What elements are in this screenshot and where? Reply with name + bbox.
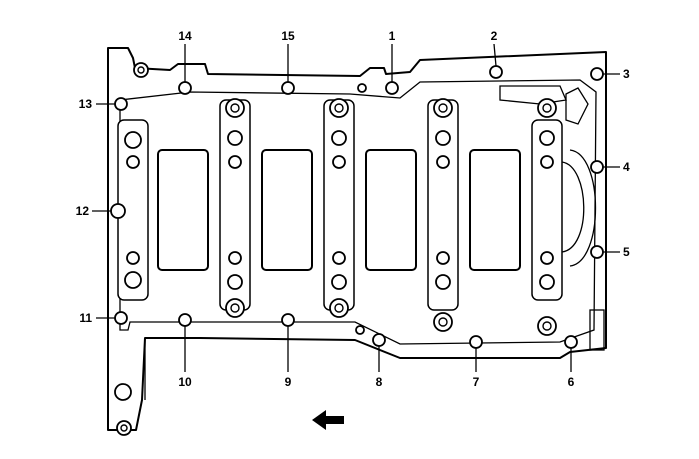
bolt-6 — [564, 335, 578, 349]
bolt-2 — [489, 65, 503, 79]
mounting-boss-bottom-left — [114, 383, 132, 401]
right-chamber-outer — [569, 149, 597, 267]
window-3 — [365, 149, 417, 271]
bolt-3 — [590, 67, 604, 81]
bolt-13 — [114, 97, 128, 111]
window-2 — [261, 149, 313, 271]
callout-1: 1 — [389, 29, 396, 43]
web-bolt-holes — [124, 98, 557, 336]
callout-9: 9 — [285, 375, 292, 389]
callout-15: 15 — [281, 29, 295, 43]
window-4 — [469, 149, 521, 271]
bolt-1 — [385, 81, 399, 95]
callout-13: 13 — [79, 97, 93, 111]
sequence-bolts — [110, 65, 604, 349]
bolt-9 — [281, 313, 295, 327]
callout-10: 10 — [178, 375, 192, 389]
callout-12: 12 — [76, 204, 90, 218]
bolt-5 — [590, 245, 604, 259]
bolt-14 — [178, 81, 192, 95]
bolt-12 — [110, 203, 126, 219]
callout-7: 7 — [473, 375, 480, 389]
bearing-web-5 — [531, 119, 563, 301]
bolt-11 — [114, 311, 128, 325]
oil-channel-top — [499, 85, 567, 105]
oil-channel-diag — [565, 87, 589, 125]
window-1 — [157, 149, 209, 271]
bolt-4 — [590, 160, 604, 174]
right-chamber — [561, 161, 585, 253]
callout-6: 6 — [568, 375, 575, 389]
small-tab-bottom-right — [589, 309, 605, 351]
mounting-boss-top-left-inner — [137, 66, 145, 74]
callout-4: 4 — [623, 160, 630, 174]
arrow-left-icon — [312, 410, 344, 430]
callout-14: 14 — [178, 29, 192, 43]
housing-outline — [107, 47, 607, 431]
small-bolt-a — [357, 83, 367, 93]
small-bolt-b — [355, 325, 365, 335]
mounting-boss-bottom-inner — [120, 424, 128, 432]
callout-8: 8 — [376, 375, 383, 389]
bolt-8 — [372, 333, 386, 347]
callout-3: 3 — [623, 67, 630, 81]
leader-lines — [92, 43, 620, 372]
callout-2: 2 — [491, 29, 498, 43]
bolt-15 — [281, 81, 295, 95]
lower-left-flange — [107, 330, 146, 415]
housing-inner-lip — [119, 79, 597, 345]
bolt-10 — [178, 313, 192, 327]
bolt-7 — [469, 335, 483, 349]
callout-5: 5 — [623, 245, 630, 259]
callout-11: 11 — [79, 311, 92, 325]
